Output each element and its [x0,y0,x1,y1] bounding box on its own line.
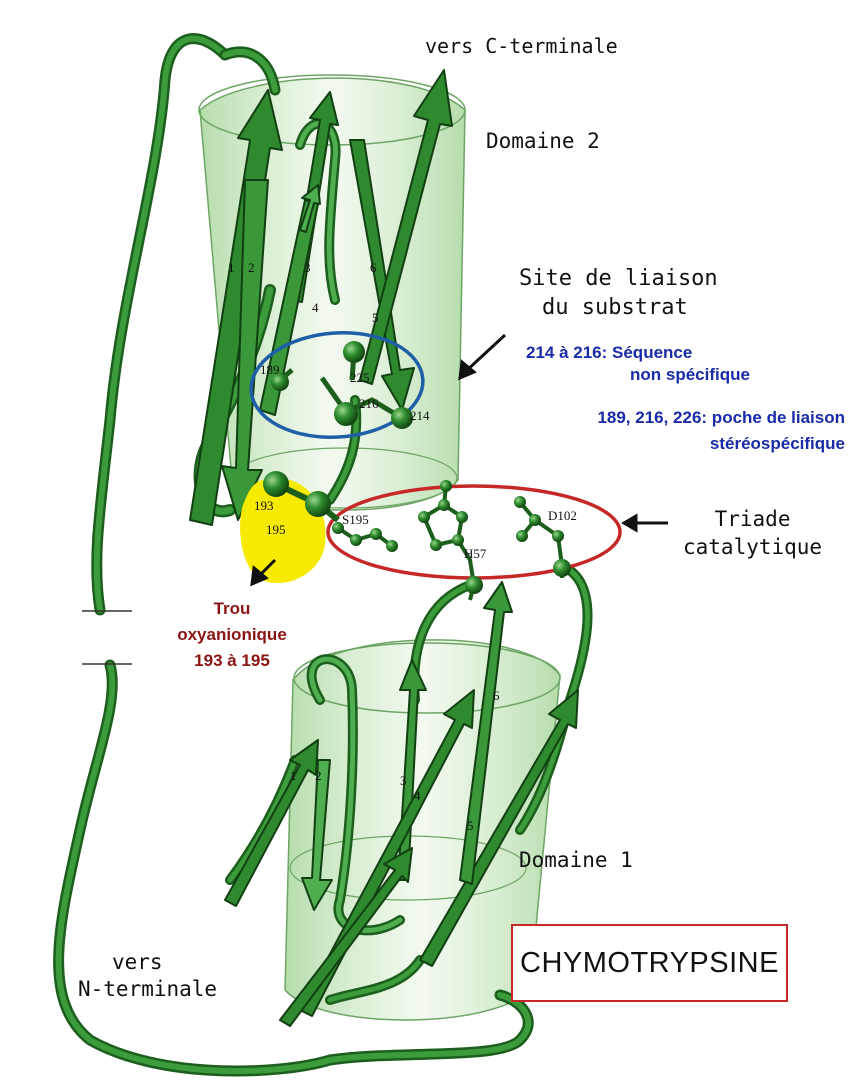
label-h57: H57 [464,546,487,561]
label-s195: S195 [342,512,369,527]
d1-strand-2: 2 [315,768,322,783]
diagram-title-box: CHYMOTRYPSINE [511,924,788,1002]
triad-line2: catalytique [683,533,822,561]
label-195: 195 [266,522,286,537]
binding-nonspecific-line2: non spécifique [526,364,750,386]
binding-pocket-line2: stéréospécifique [520,431,845,457]
oxyanion-label: Trou oxyanionique 193 à 195 [172,596,292,674]
label-216: 216 [359,396,379,411]
oxyanion-line2: oxyanionique [172,622,292,648]
triad-label: Triade catalytique [683,505,822,561]
binding-nonspecific-note: 214 à 216: Séquence non spécifique [526,342,750,386]
chain-break-marks [82,611,132,664]
d2-strand-3: 3 [304,260,311,275]
d2-strand-4: 4 [312,300,319,315]
atom-225 [343,341,365,363]
label-214: 214 [410,408,430,423]
d2-strand-5: 5 [372,310,379,325]
binding-pocket-line1: 189, 216, 226: poche de liaison [520,405,845,431]
d1-strand-3: 3 [400,773,407,788]
binding-pocket-note: 189, 216, 226: poche de liaison stéréosp… [520,405,845,457]
label-193: 193 [254,498,274,513]
d2-strand-2: 2 [248,260,255,275]
diagram-title: CHYMOTRYPSINE [520,947,779,980]
label-225: 225 [350,370,370,385]
n-terminal-line2: N-terminale [78,976,217,1003]
atom-216 [334,402,358,426]
oxyanion-line3: 193 à 195 [172,648,292,674]
domain1-label: Domaine 1 [519,848,633,872]
d1-strand-1: 1 [290,768,297,783]
n-terminal-label: vers N-terminale [78,949,217,1003]
d2-strand-6: 6 [370,260,377,275]
atom-193 [263,471,289,497]
label-d102: D102 [548,508,577,523]
domain2-label: Domaine 2 [486,129,600,153]
binding-site-line2: du substrat [519,293,718,322]
binding-site-line1: Site de liaison [519,264,718,293]
c-terminal-label: vers C-terminale [425,34,618,58]
atom-195 [305,491,331,517]
binding-site-label: Site de liaison du substrat [519,264,718,322]
d1-strand-4: 4 [414,788,421,803]
n-terminal-line1: vers [78,949,217,976]
d2-strand-1: 1 [228,260,235,275]
label-189: 189 [260,362,280,377]
d1-strand-6: 6 [493,688,500,703]
triad-line1: Triade [683,505,822,533]
oxyanion-line1: Trou [172,596,292,622]
d1-strand-5: 5 [467,818,474,833]
binding-nonspecific-line1: 214 à 216: Séquence [526,342,750,364]
